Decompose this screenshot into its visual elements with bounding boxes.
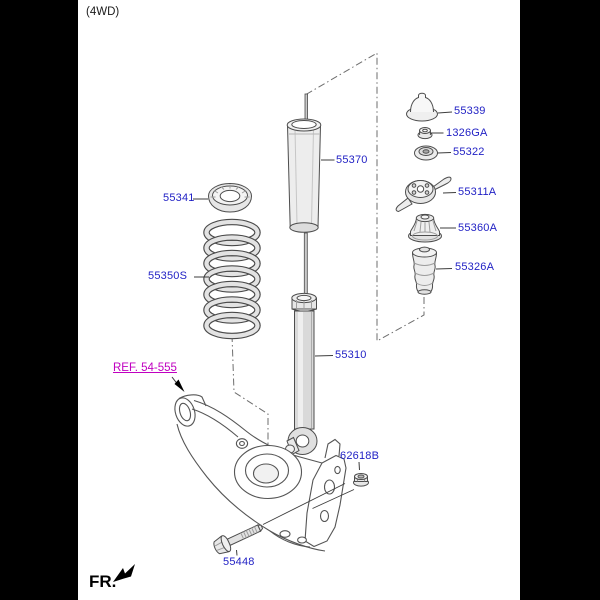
parts-diagram-canvas: (4WD) 55339 1326GA 55322 55311A 55360A 5…: [78, 0, 520, 600]
spring-upper-pad-drawing: [207, 182, 253, 213]
part-label-dust-cap[interactable]: 55360A: [458, 222, 498, 234]
part-label-insulator-cap[interactable]: 55339: [454, 105, 486, 117]
leader-lines: [171, 111, 457, 556]
washer-drawing: [414, 145, 438, 161]
part-label-dust-cover[interactable]: 55370: [336, 154, 368, 166]
part-label-coil-spring[interactable]: 55350S: [148, 270, 188, 282]
drivetrain-variant-note: (4WD): [86, 6, 120, 18]
dust-cap-drawing: [408, 213, 442, 243]
fr-direction-label: FR.: [89, 572, 117, 591]
bump-stopper-drawing: [411, 246, 438, 295]
fr-direction-arrow-icon: [113, 564, 135, 582]
left-letterbox: [0, 0, 78, 600]
dust-cover-drawing: [286, 93, 322, 233]
insulator-cap-drawing: [406, 92, 438, 122]
diagram-line-art: [113, 52, 457, 582]
shock-mount-insulator-drawing: [395, 176, 452, 213]
part-label-bump-stopper[interactable]: 55326A: [455, 261, 495, 273]
part-label-spring-upper-pad[interactable]: 55341: [163, 192, 195, 204]
shock-absorber-drawing: [285, 232, 318, 456]
part-label-flange-nut[interactable]: 62618B: [340, 450, 380, 462]
coil-spring-drawing: [203, 218, 261, 340]
part-label-washer[interactable]: 55322: [453, 146, 485, 158]
ref-arrowhead: [174, 379, 185, 392]
part-label-mounting-bolt[interactable]: 55448: [223, 556, 255, 568]
lower-control-arm-drawing: [174, 394, 347, 552]
right-letterbox: [520, 0, 600, 600]
part-label-lock-nut[interactable]: 1326GA: [446, 127, 488, 139]
part-label-shock-absorber[interactable]: 55310: [335, 349, 367, 361]
assembly-centerlines: [231, 52, 425, 447]
part-label-shock-mount-insulator[interactable]: 55311A: [458, 186, 497, 198]
reference-callout-lower-arm[interactable]: REF. 54-555: [113, 362, 177, 374]
mounting-bolt-drawing: [213, 524, 264, 555]
flange-nut-drawing: [353, 473, 369, 487]
lock-nut-drawing: [417, 127, 433, 140]
